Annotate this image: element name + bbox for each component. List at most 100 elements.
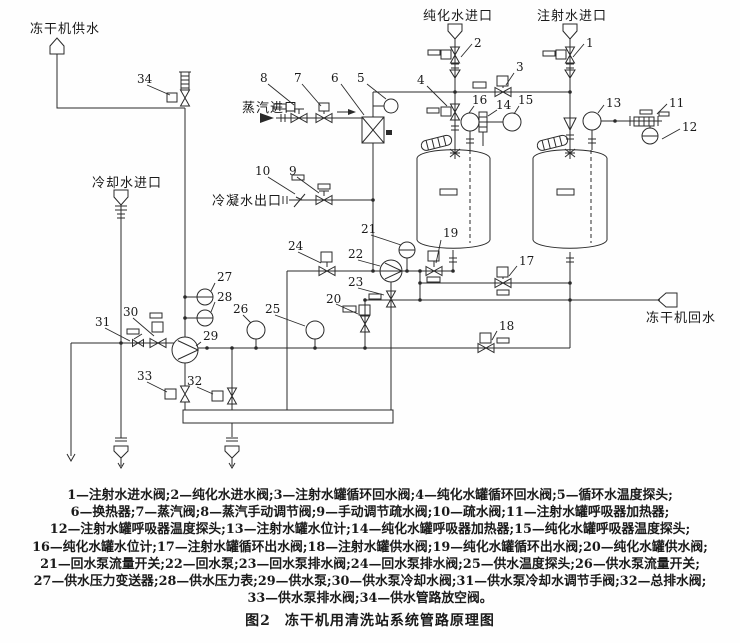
- valve-icon: [478, 344, 494, 353]
- tank-injection: [533, 134, 607, 248]
- component-label-12: 12: [682, 120, 697, 134]
- junction-dot: [371, 269, 375, 273]
- flange-icon: [449, 258, 457, 262]
- actuator-box: [497, 267, 508, 277]
- legend-line: 33—供水泵排水阀;34—供水管路放空阀。: [247, 591, 493, 607]
- leader-line: [133, 318, 154, 336]
- junction-dot: [230, 346, 234, 350]
- leader-line: [147, 382, 167, 392]
- valve-icon: [451, 47, 460, 63]
- tag-rect: [369, 294, 381, 299]
- purified-inlet-arrow-icon: [448, 24, 462, 39]
- steam-arrow-icon: [260, 113, 274, 123]
- junction-dot: [205, 346, 209, 350]
- actuator-box: [480, 333, 491, 343]
- piping-diagram: 冻干机供水 纯化水进口 注射水进口 蒸汽进口 冷凝水出口 冷却水进口 冻干机回水…: [30, 8, 715, 485]
- steam-trap-icon: [294, 194, 305, 207]
- component-label-31: 31: [95, 315, 110, 329]
- leader-line: [275, 315, 305, 326]
- tag-rect: [274, 104, 286, 109]
- drain-funnel-center: [225, 438, 239, 468]
- valve-icon: [361, 316, 370, 332]
- leader-line: [371, 235, 401, 245]
- component-label-28: 28: [217, 290, 232, 304]
- component-label-14: 14: [496, 98, 512, 112]
- legend-line: 27—供水压力变送器;28—供水压力表;29—供水泵;30—供水泵冷却水阀;31…: [33, 574, 707, 590]
- tag-rect: [427, 108, 439, 113]
- leader-line: [105, 328, 130, 341]
- tag-rect: [497, 338, 509, 343]
- port-cooling-inlet: 冷却水进口: [92, 176, 162, 191]
- tank-lid-icon: [420, 134, 452, 151]
- leader-line: [598, 105, 604, 113]
- leader-line: [367, 84, 386, 99]
- component-label-34: 34: [137, 72, 153, 86]
- actuator-box: [441, 107, 451, 116]
- tag-rect: [427, 277, 440, 282]
- pump-icon: [172, 337, 198, 363]
- legend-line: 21—回水泵流量开关;22—回水泵;23—回水泵排水阀;24—回水泵排水阀;25…: [40, 556, 700, 572]
- component-label-9: 9: [289, 164, 297, 178]
- leader-line: [197, 387, 213, 394]
- drain-funnel-left: [114, 438, 128, 468]
- breather-heater-purified: [479, 112, 487, 132]
- tag-rect: [318, 184, 330, 189]
- leader-line: [211, 283, 215, 291]
- junction-dot: [183, 295, 187, 299]
- port-arrow-icons: [50, 24, 677, 307]
- junction-dot: [568, 298, 572, 302]
- port-injection-inlet: 注射水进口: [537, 8, 607, 24]
- return-arrow-icon: [658, 293, 677, 307]
- caption-title: 冻干机用清洗站系统管路原理图: [284, 613, 495, 629]
- leader-line: [657, 104, 667, 114]
- leader-line: [436, 240, 441, 263]
- leader-line: [506, 73, 514, 85]
- component-label-26: 26: [233, 302, 248, 316]
- instrument-circle: [306, 321, 324, 339]
- sight-glass: [440, 189, 457, 195]
- component-label-7: 7: [294, 71, 302, 85]
- hx-tag: [386, 130, 392, 135]
- junction-dot: [254, 346, 258, 350]
- component-label-8: 8: [260, 71, 268, 85]
- pump-impeller: [178, 341, 198, 360]
- leader-line: [268, 177, 295, 194]
- spray-ball-icon: [450, 147, 460, 159]
- component-label-29: 29: [203, 329, 218, 343]
- valve-icon: [181, 90, 190, 106]
- port-labels: 冻干机供水 纯化水进口 注射水进口 蒸汽进口 冷凝水出口 冷却水进口 冻干机回水: [30, 8, 715, 326]
- junction-dot: [313, 346, 317, 350]
- drain-header: [183, 410, 393, 423]
- component-label-11: 11: [669, 96, 684, 110]
- leader-line: [461, 44, 472, 57]
- tag-rect: [659, 112, 669, 116]
- actuator-box: [165, 389, 176, 399]
- tag-rect: [543, 51, 555, 56]
- valve-icon: [316, 114, 332, 123]
- component-label-22: 22: [348, 247, 363, 261]
- legend-line: 16—纯化水罐水位计;17—注射水罐循环出水阀;18—注射水罐供水阀;19—纯化…: [32, 539, 708, 555]
- junction-dot: [418, 298, 422, 302]
- component-label-10: 10: [255, 164, 270, 178]
- leader-line: [211, 302, 215, 312]
- component-label-30: 30: [123, 305, 138, 319]
- component-label-25: 25: [265, 302, 280, 316]
- junction-dot: [405, 269, 409, 273]
- leader-line: [509, 266, 517, 276]
- component-label-6: 6: [331, 71, 339, 85]
- junction-dot: [418, 281, 422, 285]
- tag-rect: [640, 110, 652, 114]
- tag-rect: [150, 313, 162, 318]
- tag-rect: [428, 50, 440, 55]
- junction-dot: [183, 316, 187, 320]
- leader-line: [336, 304, 358, 314]
- cone-icon: [450, 70, 460, 78]
- leader-line: [243, 315, 251, 323]
- valve-icon: [495, 88, 511, 97]
- component-label-27: 27: [217, 270, 232, 284]
- flange-icon: [566, 258, 574, 262]
- instrument-circle: [503, 113, 521, 131]
- pipes: [57, 38, 662, 461]
- tank-lid-icon: [536, 134, 568, 151]
